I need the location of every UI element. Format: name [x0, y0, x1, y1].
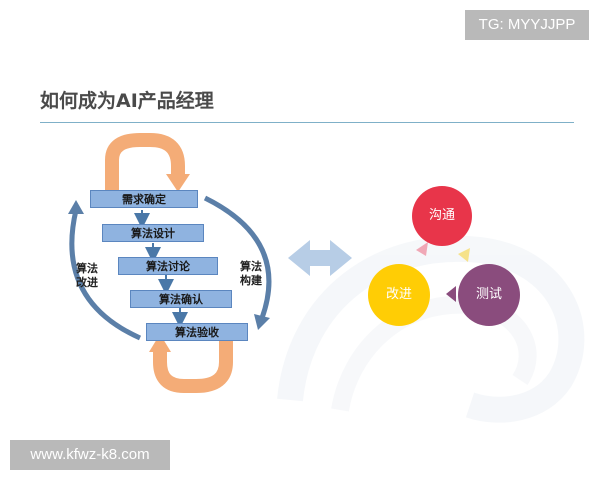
right-loop-label: 算法 构建	[240, 260, 262, 288]
cycle-arrow-top-left	[416, 242, 428, 256]
left-loop-label-line-2: 改进	[76, 276, 98, 289]
flow-step-4: 算法确认	[130, 290, 232, 308]
top-loop-arrowhead	[166, 174, 190, 192]
bottom-loop-arrowhead	[149, 334, 171, 352]
page-title: 如何成为AI产品经理	[40, 90, 214, 112]
watermark-top: TG: MYYJJPP	[465, 10, 589, 40]
cycle-circle-right: 测试	[458, 264, 520, 326]
flow-step-3: 算法讨论	[118, 257, 218, 275]
cycle-circle-left: 改进	[368, 264, 430, 326]
flow-step-1: 需求确定	[90, 190, 198, 208]
cycle-arrow-top-right	[458, 248, 470, 262]
flow-step-5: 算法验收	[146, 323, 248, 341]
left-curve-arrowhead	[68, 200, 84, 214]
watermark-bottom: www.kfwz-k8.com	[10, 440, 170, 470]
cycle-arrow-bottom	[446, 286, 456, 302]
left-curve-arrow	[69, 209, 142, 341]
title-divider	[40, 122, 574, 123]
double-arrow	[288, 240, 352, 276]
left-loop-label-line-1: 算法	[76, 262, 98, 275]
cycle-circle-top: 沟通	[412, 186, 472, 246]
left-loop-label: 算法 改进	[76, 262, 98, 290]
right-curve-arrowhead	[254, 314, 270, 330]
bottom-loop-arrow	[153, 330, 233, 393]
top-loop-arrow	[105, 133, 185, 195]
right-loop-label-line-1: 算法	[240, 260, 262, 273]
right-curve-arrow	[203, 195, 272, 319]
flow-step-2: 算法设计	[102, 224, 204, 242]
right-loop-label-line-2: 构建	[240, 274, 262, 287]
